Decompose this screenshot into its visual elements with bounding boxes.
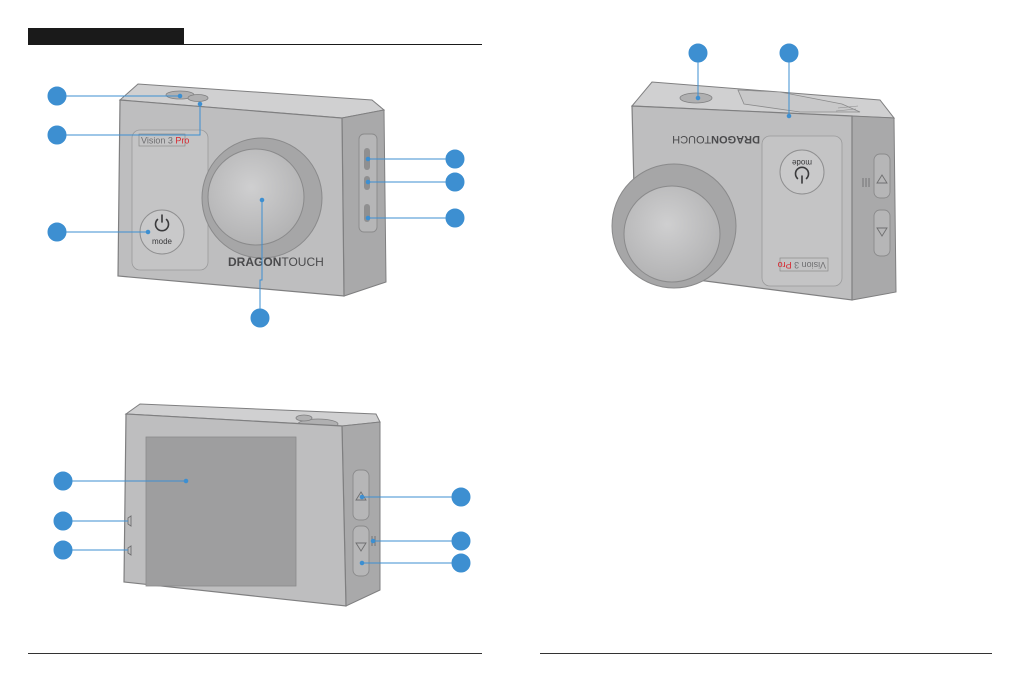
callout-marker-hdmi <box>446 150 464 168</box>
top-view-mode-label: mode <box>791 158 812 167</box>
model-label-top-view: Vision 3 Pro <box>778 260 826 270</box>
callout-dot <box>360 495 364 499</box>
brand-text-part: TOUCH <box>281 255 323 269</box>
top-view: DRAGONTOUCH mode Vision 3 Pro <box>612 82 896 300</box>
callout-marker-screen <box>54 472 72 490</box>
top-view-down-button[interactable] <box>874 210 890 256</box>
callout-dot <box>360 561 364 565</box>
brand-logo-front: DRAGONTOUCH <box>228 255 324 269</box>
model-pro-text: Pro <box>778 260 792 270</box>
callout-dot <box>366 180 370 184</box>
callout-marker-usb <box>446 173 464 191</box>
brand-text-part: DRAG <box>228 255 263 269</box>
callout-marker-top-shutter <box>689 44 707 62</box>
top-view-up-button[interactable] <box>874 154 890 198</box>
callout-dot <box>260 198 264 202</box>
brand-logo-top-view: DRAGONTOUCH <box>672 133 760 145</box>
front-top-light-detail <box>188 95 208 102</box>
callout-marker-indicator-2 <box>54 541 72 559</box>
front-lens <box>208 149 304 245</box>
callout-dot <box>787 114 791 118</box>
callout-marker-shutter <box>48 87 66 105</box>
brand-text-part: N <box>711 133 719 145</box>
model-label-front: Vision 3 Pro <box>141 136 189 146</box>
callout-dot <box>178 94 182 98</box>
callout-dot <box>198 102 202 106</box>
callout-dot <box>146 230 150 234</box>
callout-dot <box>696 96 700 100</box>
brand-text-part: TOUCH <box>672 133 711 145</box>
brand-text-part: DRAG <box>728 133 760 145</box>
model-pro-text: Pro <box>175 136 189 146</box>
callout-dot <box>366 216 370 220</box>
callout-marker-lens <box>251 309 269 327</box>
callout-marker-speaker <box>452 532 470 550</box>
callout-marker-down-button <box>452 554 470 572</box>
callout-marker-indicator <box>48 126 66 144</box>
callout-dot <box>184 479 188 483</box>
front-mode-label: mode <box>152 237 173 246</box>
back-top-light-detail <box>296 415 312 421</box>
callout-dot <box>366 157 370 161</box>
callout-dot <box>371 539 375 543</box>
brand-text-part: O <box>263 255 272 269</box>
lcd-screen <box>146 437 296 586</box>
callout-marker-mode-button <box>48 223 66 241</box>
top-view-mode-button[interactable] <box>780 150 824 194</box>
callout-marker-sd-slot <box>446 209 464 227</box>
top-view-lens <box>624 186 720 282</box>
back-view <box>124 404 380 606</box>
callout-marker-indicator-1 <box>54 512 72 530</box>
top-view-side-face <box>852 116 896 300</box>
model-name-text: Vision 3 <box>141 136 175 146</box>
callout-marker-up-button <box>452 488 470 506</box>
front-view: Vision 3 Pro mode DRAGONTOUCH <box>118 84 386 296</box>
callout-marker-battery-door <box>780 44 798 62</box>
brand-text-part: N <box>273 255 282 269</box>
model-name-text: Vision 3 <box>792 260 826 270</box>
